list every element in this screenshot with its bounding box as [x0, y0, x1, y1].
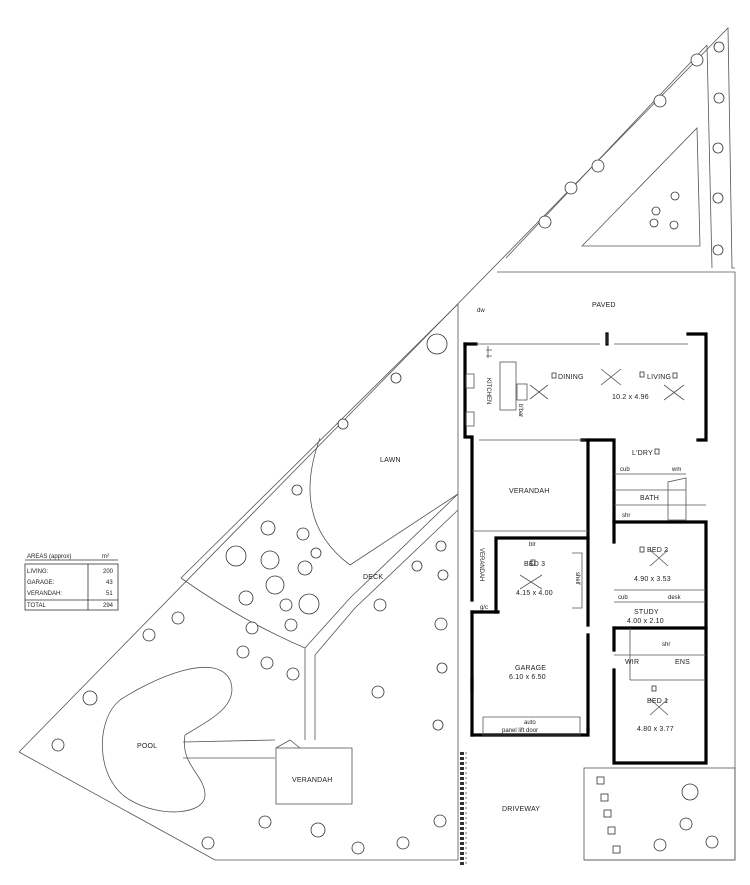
label-gc: g/c: [480, 605, 488, 611]
area-row-value: 51: [106, 591, 113, 597]
label-driveway: DRIVEWAY: [502, 806, 540, 813]
areas-title: AREAS (approx): [27, 554, 71, 560]
area-row-label: VERANDAH:: [27, 591, 62, 597]
label-dw: dw: [477, 308, 485, 314]
label-verandah-pool: VERANDAH: [292, 777, 333, 784]
area-total-value: 294: [103, 603, 114, 609]
label-laundry: L'DRY: [632, 450, 653, 457]
label-garage-door-1: auto: [524, 720, 536, 726]
kitchen-fittings: [465, 346, 528, 427]
label-wm: wm: [671, 467, 681, 473]
label-bed2: BED 2: [647, 547, 668, 554]
label-pool: POOL: [137, 743, 157, 750]
label-study-dims: 4.00 x 2.10: [627, 618, 664, 625]
area-row-value: 200: [103, 569, 114, 575]
label-verandah-rear: VERANDAH: [509, 488, 550, 495]
label-garage-door-2: panel lift door: [502, 728, 538, 734]
label-cub-1: cub: [620, 467, 630, 473]
pool: [102, 667, 233, 813]
label-shr-2: shr: [662, 642, 670, 648]
label-paved: PAVED: [592, 302, 616, 309]
label-deck: DECK: [363, 574, 383, 581]
internal-lines: [472, 334, 706, 736]
label-bbar: b'bar: [517, 404, 523, 417]
label-blr: blr: [529, 542, 536, 548]
front-garden: [583, 767, 736, 861]
label-ens: ENS: [675, 659, 690, 666]
label-living-dims: 10.2 x 4.96: [612, 394, 649, 401]
pool-verandah-outline: [275, 747, 353, 805]
label-garage-dims: 6.10 x 6.50: [509, 674, 546, 681]
label-cub-2: cub: [618, 595, 628, 601]
label-verandah-side: VERANDAH: [478, 548, 484, 581]
label-bed2-dims: 4.90 x 3.53: [634, 576, 671, 583]
area-total-label: TOTAL: [27, 603, 46, 609]
label-bed1: BED 1: [647, 698, 668, 705]
label-kitchen: KITCHEN: [485, 378, 491, 404]
label-bed3-dims: 4.15 x 4.00: [516, 590, 553, 597]
label-wir: WIR: [625, 659, 639, 666]
areas-table: AREAS (approx) m² LIVING: 200 GARAGE: 43…: [24, 554, 119, 611]
site-boundary: [18, 27, 736, 861]
label-bed3: BED 3: [524, 561, 545, 568]
label-shelf: shelf: [574, 572, 580, 585]
areas-unit: m²: [102, 554, 109, 560]
house-walls: [463, 332, 708, 765]
area-row-label: GARAGE:: [27, 580, 55, 586]
lawn-paths: [180, 437, 459, 740]
garden-bed-triangle: [581, 127, 701, 247]
trees: [51, 41, 725, 855]
stepping-stones: [596, 776, 621, 854]
pool-path: [182, 739, 276, 759]
label-garage: GARAGE: [515, 665, 546, 672]
area-row-value: 43: [106, 580, 113, 586]
label-bed1-dims: 4.80 x 3.77: [637, 726, 674, 733]
label-living: LIVING: [647, 374, 671, 381]
label-lawn: LAWN: [380, 457, 401, 464]
area-row-label: LIVING:: [27, 569, 49, 575]
label-dining: DINING: [558, 374, 584, 381]
label-shr-1: shr: [622, 513, 630, 519]
room-labels: PAVED dw DINING LIVING 10.2 x 4.96 KITCH…: [137, 302, 690, 813]
hedge: [460, 752, 467, 865]
label-bath: BATH: [640, 495, 659, 502]
label-study: STUDY: [634, 609, 659, 616]
label-desk: desk: [668, 595, 682, 601]
fixtures: [519, 368, 685, 716]
